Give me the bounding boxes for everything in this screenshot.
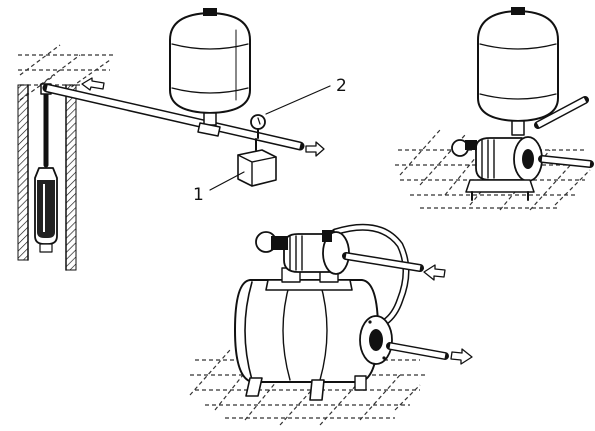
tank-flange	[359, 315, 393, 365]
drop-pipe	[40, 83, 52, 168]
leader-line-gauge	[265, 85, 331, 115]
well-casing	[17, 84, 77, 271]
scheme-well-system: 2 1	[17, 8, 347, 271]
inlet-pipe-right	[534, 96, 589, 129]
horizontal-tank	[234, 279, 379, 383]
pressure-tank-top	[169, 8, 251, 137]
scheme-surface-pump-vertical-tank	[395, 7, 594, 211]
pressure-switch-box	[237, 138, 277, 187]
label-gauge: 2	[336, 76, 347, 96]
leader-line-switch	[209, 171, 245, 191]
inflow-arrow	[81, 77, 105, 91]
vertical-tank	[477, 7, 559, 136]
submersible-pump	[34, 167, 58, 253]
suction-pipe	[342, 252, 446, 281]
outlet-pipe-right	[538, 155, 594, 168]
outlet-pipe-bottom	[386, 342, 473, 365]
surface-pump-right	[451, 136, 543, 201]
surface-pump-bottom	[255, 230, 350, 275]
ground-grid-well	[18, 44, 115, 101]
scheme-pumping-station	[189, 223, 473, 426]
pressure-gauge	[250, 114, 266, 139]
outflow-arrow	[305, 141, 325, 157]
pump-bracket	[265, 267, 353, 291]
label-switch: 1	[193, 185, 204, 205]
tank-feet	[245, 375, 367, 401]
